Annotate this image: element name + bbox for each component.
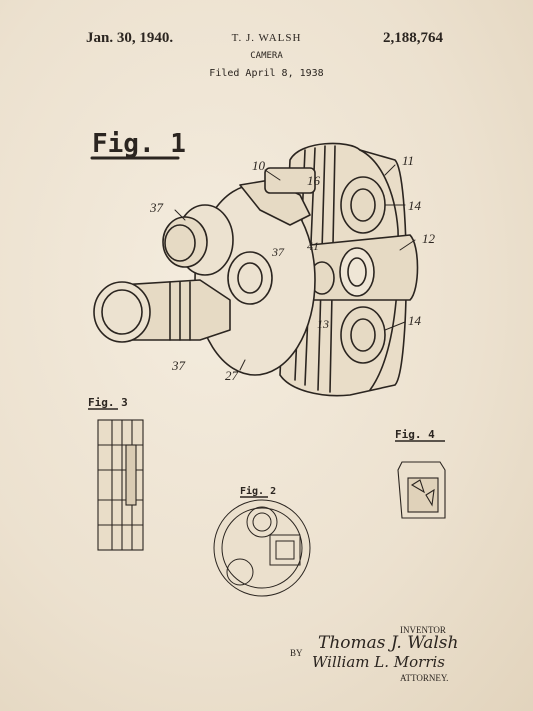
attorney-caption: ATTORNEY. xyxy=(400,673,449,683)
patent-date: Jan. 30, 1940. xyxy=(86,30,174,46)
label-27: 27 xyxy=(225,368,239,383)
label-14-lower: 14 xyxy=(408,313,422,328)
fig3-section-drawing: Fig. 3 xyxy=(88,396,144,551)
inventor-name: T. J. WALSH xyxy=(231,32,302,44)
fig1-title: Fig. 1 xyxy=(92,129,186,159)
fig3-title: Fig. 3 xyxy=(88,396,128,409)
patent-header: Jan. 30, 1940. T. J. WALSH 2,188,764 CAM… xyxy=(0,0,533,90)
label-37-bottom: 37 xyxy=(171,358,186,373)
label-41: 41 xyxy=(307,239,319,253)
label-16: 16 xyxy=(307,173,321,188)
attorney-signature: William L. Morris xyxy=(312,653,446,671)
knob-lower xyxy=(340,306,386,364)
patent-number: 2,188,764 xyxy=(383,30,443,46)
patent-title: CAMERA xyxy=(250,51,283,61)
fig2-drawing: Fig. 2 xyxy=(213,485,311,597)
fig4-title: Fig. 4 xyxy=(395,428,435,441)
filed-date: Filed April 8, 1938 xyxy=(209,68,324,79)
label-14-upper: 14 xyxy=(408,198,422,213)
label-13: 13 xyxy=(317,317,329,331)
label-10: 10 xyxy=(252,158,266,173)
fig4-drawing: Fig. 4 xyxy=(395,428,446,519)
inventor-caption: INVENTOR xyxy=(400,625,446,635)
inventor-signature: Thomas J. Walsh xyxy=(318,633,459,653)
label-12: 12 xyxy=(422,231,436,246)
knob-upper xyxy=(340,176,386,234)
label-37-mid: 37 xyxy=(271,245,285,259)
fig2-title: Fig. 2 xyxy=(240,485,276,497)
center-hub xyxy=(339,247,375,297)
label-11: 11 xyxy=(402,153,414,168)
by-label: BY xyxy=(290,648,303,658)
label-37-top: 37 xyxy=(149,200,164,215)
